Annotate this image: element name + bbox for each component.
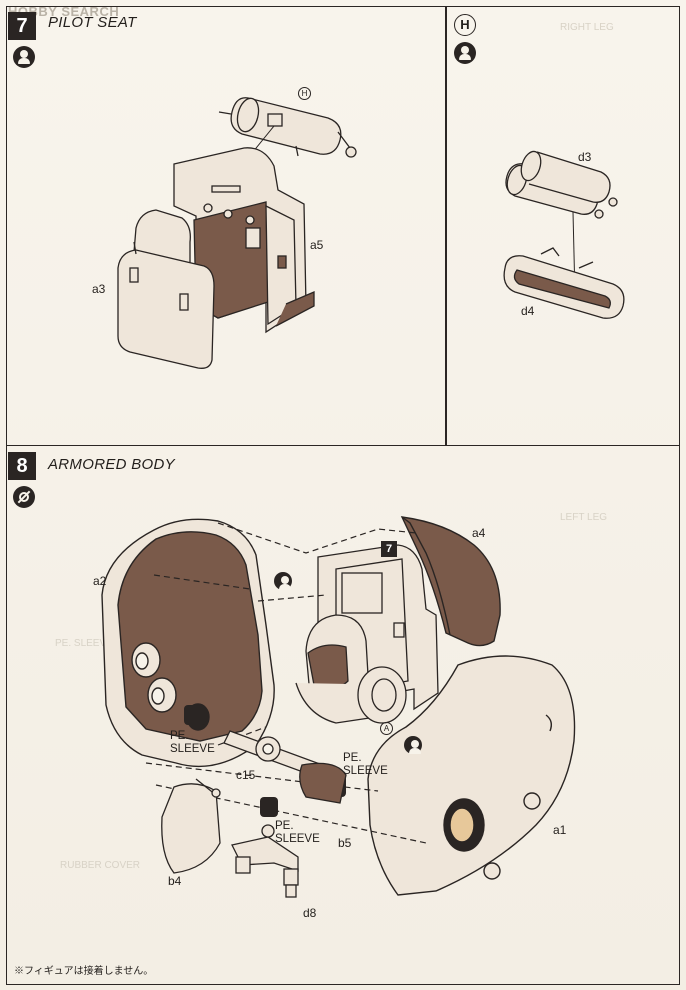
step7-number: 7 (8, 12, 36, 40)
marker-a-small: A (380, 722, 393, 735)
part-label-a4: a4 (472, 526, 486, 540)
pe-sleeve-3 (260, 797, 278, 817)
footnote: ※フィギュアは接着しません。 (14, 966, 154, 977)
part-label-b4: b4 (168, 874, 182, 888)
twin-tank-part (505, 150, 618, 219)
part-label-c15: c15 (236, 768, 256, 782)
step7-title: PILOT SEAT (48, 14, 137, 31)
hatch-part (400, 516, 501, 647)
tank-part (218, 97, 357, 158)
seat-cushion-part (117, 209, 215, 369)
person-glue-icon-body (404, 736, 422, 754)
pe-sleeve-label-1: PE. SLEEVE (170, 730, 215, 755)
foot-cover-part-b5 (299, 762, 347, 804)
pilot-seat-diagram (117, 97, 357, 369)
step8-panel (6, 445, 680, 985)
pe-sleeve-1 (184, 705, 206, 725)
pe-sleeve-label-2: PE. SLEEVE (343, 752, 388, 777)
part-label-d3: d3 (578, 150, 592, 164)
part-label-a5: a5 (310, 238, 324, 252)
part-label-a3: a3 (92, 282, 106, 296)
ghost-text-left-leg: LEFT LEG (560, 512, 608, 523)
tank-holder-part (503, 247, 625, 319)
seat-step-ref: 7 (381, 541, 397, 557)
pe-sleeve-label-3: PE. SLEEVE (275, 820, 320, 845)
foot-cover-part-b4 (161, 778, 221, 874)
joint-part-d8 (231, 824, 299, 898)
left-shell-part (101, 518, 275, 768)
part-label-a2: a2 (93, 574, 107, 588)
armored-body-diagram (101, 516, 576, 898)
person-glue-icon-h (454, 42, 476, 64)
part-label-d8: d8 (303, 906, 317, 920)
person-glue-icon (13, 46, 35, 68)
pilot-figure (295, 614, 407, 724)
ghost-text-pe-sleeve: PE. SLEEVE (55, 638, 113, 649)
no-glue-icon (13, 486, 35, 508)
ghost-text-right-leg: RIGHT LEG (560, 22, 614, 33)
part-label-a1: a1 (553, 823, 567, 837)
step8-number: 8 (8, 452, 36, 480)
step8-title: ARMORED BODY (48, 456, 175, 473)
stepH-marker: H (454, 14, 476, 36)
part-label-b5: b5 (338, 836, 352, 850)
part-label-d4: d4 (521, 304, 535, 318)
right-shell-part (367, 655, 576, 896)
marker-h-small: H (298, 87, 311, 100)
ghost-text-rubber-cover: RUBBER COVER (60, 860, 141, 871)
tank-diagram (503, 150, 625, 319)
person-glue-icon-pilot (274, 572, 292, 590)
